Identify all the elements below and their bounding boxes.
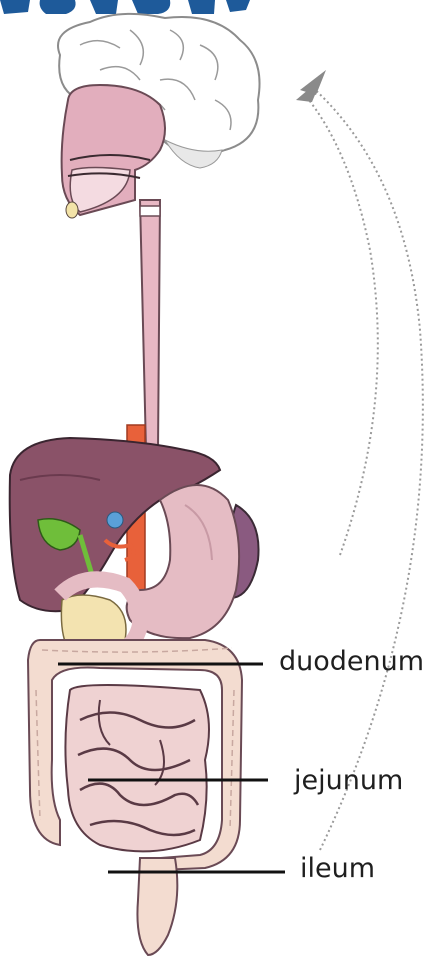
cropped-header-text — [0, 0, 250, 14]
dotted-arrows — [296, 70, 423, 850]
ileum-label: ileum — [300, 855, 375, 882]
esophagus — [140, 200, 160, 450]
jejunum-label: jejunum — [294, 767, 403, 794]
duodenum-label: duodenum — [279, 648, 424, 675]
mouth-and-pharynx — [62, 85, 165, 218]
small-intestine — [65, 685, 209, 851]
